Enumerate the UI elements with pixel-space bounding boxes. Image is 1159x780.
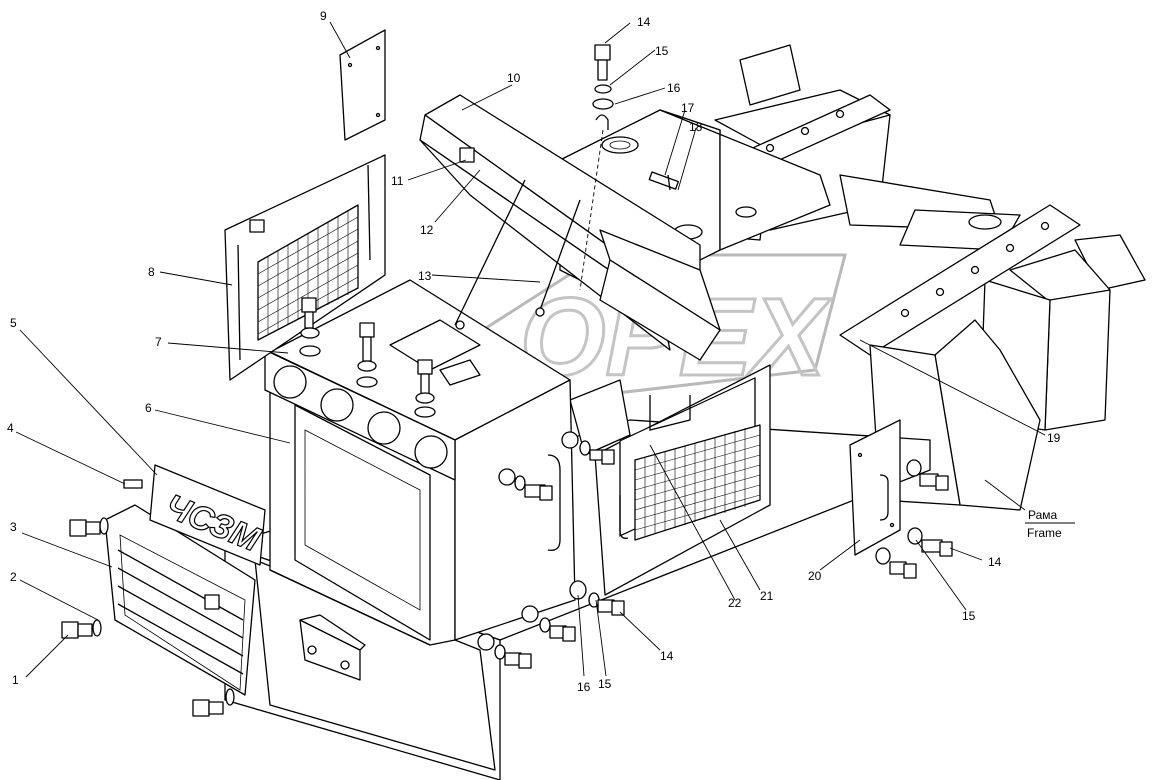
- callout-17: 17: [681, 101, 695, 115]
- callout-10: 10: [507, 71, 521, 85]
- callout-14-right: 14: [988, 555, 1002, 569]
- callout-20: 20: [808, 569, 822, 583]
- callout-2: 2: [10, 570, 17, 584]
- callout-19: 19: [1047, 431, 1061, 445]
- callout-15-right: 15: [962, 609, 976, 623]
- callout-14-bottom: 14: [660, 649, 674, 663]
- mesh-grille-right: [634, 424, 761, 541]
- side-panel-right: [569, 364, 771, 596]
- callout-13: 13: [418, 269, 432, 283]
- bolt-group-top: [299, 297, 436, 418]
- callout-15-bottom: 15: [598, 677, 612, 691]
- callout-8: 8: [148, 265, 155, 279]
- callout-22: 22: [728, 596, 742, 610]
- bolt-group-hood: [579, 44, 614, 291]
- callout-16-bottom: 16: [577, 680, 591, 694]
- leader-lines: [15, 21, 1075, 678]
- mounting-bracket: [299, 614, 366, 681]
- side-door-panel: [849, 419, 901, 556]
- grille-panel-left: [224, 154, 386, 381]
- callout-21: 21: [760, 589, 774, 603]
- callout-1: 1: [12, 673, 19, 687]
- callout-7: 7: [155, 335, 162, 349]
- frame-label: Рама Frame: [1027, 508, 1062, 540]
- callout-5: 5: [10, 316, 17, 330]
- callout-15-top: 15: [655, 44, 669, 58]
- callout-14-top: 14: [637, 15, 651, 29]
- top-cover-panel: [339, 29, 386, 141]
- bolt-4: [123, 479, 143, 489]
- gas-struts: [454, 179, 581, 330]
- frame-label-en: Frame: [1027, 526, 1062, 540]
- frame-label-ru: Рама: [1028, 508, 1058, 522]
- callout-3: 3: [10, 520, 17, 534]
- pin-group: [648, 171, 679, 191]
- callout-4: 4: [7, 421, 14, 435]
- callout-labels: 1 2 3 4 5 6 7 8 9 10 11 12 13 14 14 14 1…: [7, 9, 1061, 694]
- callout-18: 18: [689, 120, 703, 134]
- callout-11: 11: [391, 174, 404, 188]
- callout-9: 9: [320, 9, 327, 23]
- callout-12: 12: [420, 223, 434, 237]
- bolt-11: [459, 147, 475, 163]
- front-grille: [104, 504, 256, 696]
- lift-hood: [419, 94, 721, 361]
- fasteners: [61, 44, 953, 717]
- callout-16-top: 16: [667, 81, 681, 95]
- callout-6: 6: [145, 401, 152, 415]
